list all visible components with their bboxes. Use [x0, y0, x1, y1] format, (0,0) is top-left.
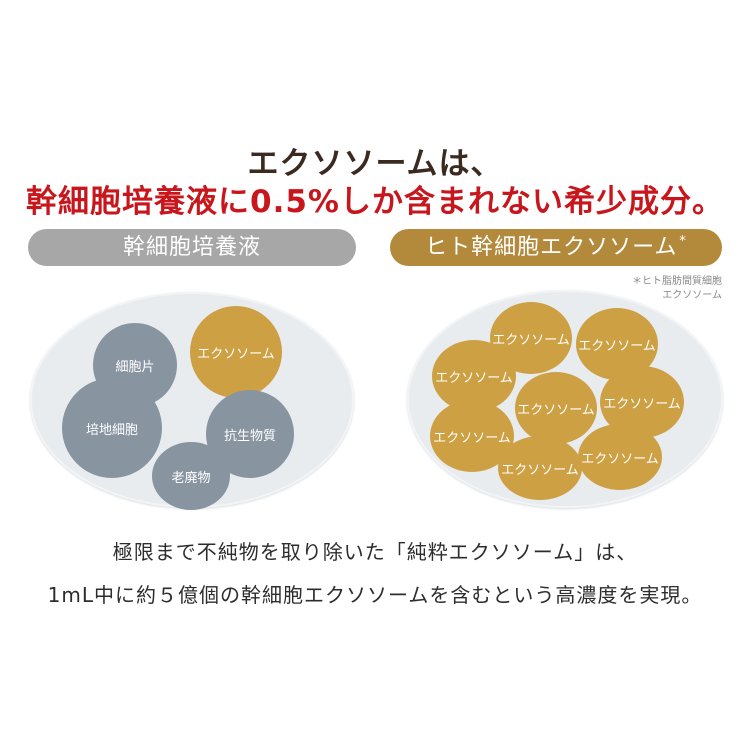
exosome-circle: エクソソーム — [515, 372, 597, 444]
exosome-label: エクソソーム — [517, 402, 595, 418]
headline-line-2: 幹細胞培養液に0.5%しか含まれない希少成分。 — [26, 184, 724, 220]
exosome-label: エクソソーム — [433, 430, 511, 446]
footnote-line-1: ＊ヒト脂肪間質細胞 — [632, 276, 722, 287]
exosome-label: エクソソーム — [501, 462, 579, 478]
waste-label: 老廃物 — [171, 470, 211, 486]
footnote-line-2: エクソソーム — [662, 290, 722, 301]
right-panel-label: ヒト幹細胞エクソソーム* — [390, 229, 722, 266]
exosome-label: エクソソーム — [603, 396, 681, 412]
right-panel-label-text: ヒト幹細胞エクソソーム — [425, 235, 678, 260]
description-line-1: 極限まで不純物を取り除いた「純粋エクソソーム」は、 — [112, 540, 638, 564]
antibiotic-label: 抗生物質 — [223, 428, 276, 444]
exosome-label: エクソソーム — [578, 338, 656, 354]
exosome-label: エクソソーム — [581, 451, 659, 467]
exosome-label: エクソソーム — [492, 332, 570, 348]
medium-cell-label: 培地細胞 — [85, 422, 138, 438]
exosome-label: エクソソーム — [197, 346, 275, 362]
waste-circle: 老廃物 — [152, 442, 230, 510]
headline-line-1: エクソソームは、 — [247, 146, 503, 182]
exosome-circle: エクソソーム — [190, 306, 282, 398]
exosome-circle: エクソソーム — [490, 302, 572, 374]
exosome-label: エクソソーム — [435, 370, 513, 386]
exosome-circle: エクソソーム — [578, 424, 662, 490]
exosome-circle: エクソソーム — [498, 436, 582, 500]
left-panel-label-text: 幹細胞培養液 — [122, 235, 261, 260]
left-panel-label: 幹細胞培養液 — [28, 229, 356, 266]
medium-cell-circle: 培地細胞 — [62, 378, 162, 478]
exosome-circle: エクソソーム — [576, 308, 658, 380]
exosome-circle: エクソソーム — [430, 400, 514, 472]
cell-debris-label: 細胞片 — [115, 359, 155, 375]
description-line-2: 1mL中に約５億個の幹細胞エクソソームを含むという高濃度を実現。 — [47, 583, 703, 607]
right-panel-label-mark: * — [679, 234, 687, 249]
